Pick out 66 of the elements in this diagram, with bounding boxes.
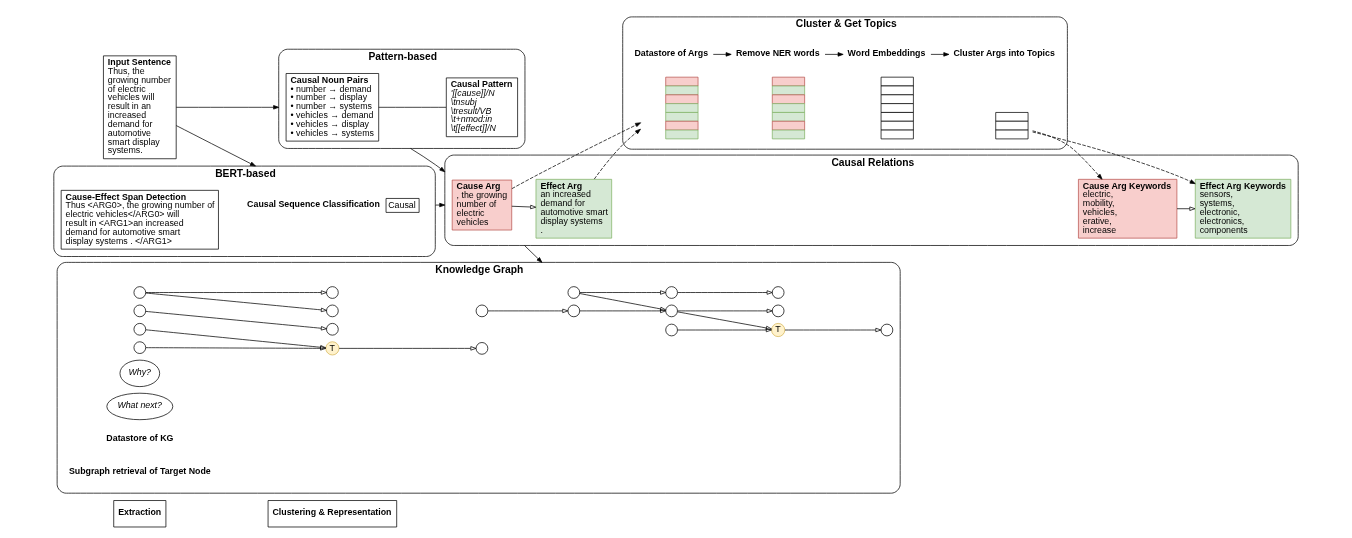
label: Subgraph retrieval of Target Node xyxy=(68,466,211,477)
node-box: Causal Noun Pairs • number → demand • number → display • number → systems • vehicles → demand • vehicles → display • vehicles → systems xyxy=(285,73,380,142)
node-circle xyxy=(771,286,785,299)
arrow xyxy=(712,52,732,57)
node-box: Causal Pattern '[[cause]]/N \tnsubj \tresult/VB \t+nmod:in \t[[effect]]/N xyxy=(445,77,518,138)
arrow xyxy=(511,204,537,210)
arrow xyxy=(593,128,641,180)
node-circle xyxy=(880,323,894,337)
arrow xyxy=(579,293,666,312)
node-box: Input Sentence Thus, the growing number of electric vehicles will result in an increased demand for automotive smart display systems. xyxy=(103,55,177,160)
node-circle xyxy=(567,304,581,318)
node-circle xyxy=(665,323,678,337)
node-circle: T xyxy=(771,323,786,337)
node-circle xyxy=(475,342,489,355)
node-box: Effect Arg an increased demand for automotive smart display systems . xyxy=(535,178,613,239)
node-circle xyxy=(771,304,785,318)
node-text: Word Embeddings xyxy=(847,47,926,58)
arrow xyxy=(175,125,256,167)
node-ellipse: What next? xyxy=(106,392,174,421)
arrow xyxy=(434,202,446,208)
node-text: Datastore of Args xyxy=(634,47,709,58)
arrow xyxy=(677,308,773,314)
arrow xyxy=(1032,131,1196,184)
node-box: Effect Arg Keywords sensors, systems, electronic, electronics, components xyxy=(1194,178,1292,239)
node-circle: T xyxy=(325,341,340,356)
node-circle xyxy=(665,304,678,318)
node-circle xyxy=(133,323,147,336)
arrow xyxy=(524,245,543,263)
node-text: Cluster Args into Topics xyxy=(953,47,1055,58)
node-circle xyxy=(326,286,339,299)
node-box: Extraction xyxy=(113,500,167,528)
arrow xyxy=(1176,206,1196,211)
node-circle xyxy=(665,286,678,299)
arrow xyxy=(677,311,772,331)
label: Datastore of KG xyxy=(106,433,174,444)
arrow xyxy=(579,290,666,295)
arrow xyxy=(677,327,772,333)
arrow xyxy=(338,346,477,351)
arrow xyxy=(824,52,844,57)
arrow xyxy=(487,308,569,314)
arrow xyxy=(930,52,950,57)
arrow xyxy=(511,122,642,190)
node-circle xyxy=(567,286,581,299)
node-circle xyxy=(133,304,147,318)
node-ellipse: Why? xyxy=(119,359,161,387)
arrow xyxy=(784,327,882,333)
node-box: Clustering & Representation xyxy=(267,500,398,528)
node-box: Cause Arg , the growing number of electric vehicles xyxy=(451,179,513,231)
node-circle xyxy=(475,304,489,318)
arrow xyxy=(410,148,446,173)
arrow xyxy=(677,290,773,295)
node-circle xyxy=(133,286,147,299)
node-text: Remove NER words xyxy=(735,47,820,58)
node-circle xyxy=(326,304,339,318)
arrow xyxy=(145,290,327,295)
arrow xyxy=(1032,130,1103,180)
connector xyxy=(378,106,447,108)
arrow xyxy=(579,308,666,314)
node-label: Causal Sequence Classification xyxy=(247,198,380,209)
node-circle xyxy=(326,323,339,336)
node-box: Cause-Effect Span Detection Thus <ARG0>, the growing number of electric vehicles</ARG0> will result in <ARG1>an increased demand for automotive smart display systems . </ARG1> xyxy=(60,190,219,250)
node-box: Cause Arg Keywords electric, mobility, vehicles, erative, increase xyxy=(1078,178,1178,239)
arrow xyxy=(175,105,280,110)
arrow xyxy=(145,311,327,331)
arrow xyxy=(145,292,327,313)
node-circle xyxy=(133,341,147,354)
